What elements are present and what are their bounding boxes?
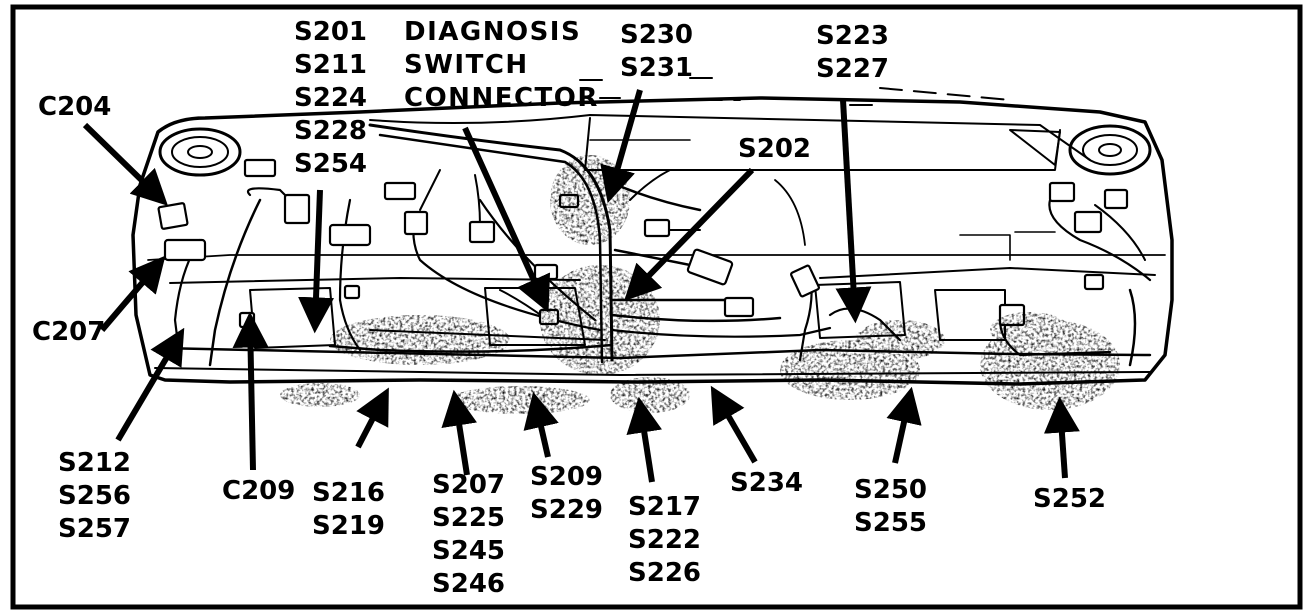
label-s250-group: S250 S255 — [854, 474, 927, 540]
right-speaker — [1068, 124, 1152, 176]
arrow-s217 — [626, 396, 663, 483]
label-line: S223 — [816, 21, 889, 51]
label-line: S228 — [294, 116, 367, 146]
label-line: S207 — [432, 470, 505, 500]
arrow-s216 — [355, 387, 389, 449]
diagram-border — [10, 4, 1303, 610]
label-line: S254 — [294, 149, 367, 179]
label-line: S227 — [816, 54, 889, 84]
arrow-c204 — [82, 122, 169, 206]
label-line: S234 — [730, 468, 803, 498]
label-line: C204 — [38, 92, 112, 122]
arrow-c209 — [232, 311, 269, 471]
label-s209-group: S209 S229 — [530, 461, 603, 527]
label-s201-group: S201 S211 S224 S228 S254 — [294, 16, 367, 181]
label-line: S224 — [294, 83, 367, 113]
label-line: DIAGNOSIS — [404, 17, 582, 47]
label-line: S257 — [58, 514, 131, 544]
arrow-s250 — [886, 386, 922, 464]
callout-arrows — [82, 89, 1080, 483]
arrow-s234 — [710, 385, 758, 464]
arrow-s207 — [441, 389, 478, 476]
label-line: S230 — [620, 20, 693, 50]
label-c204: C204 — [38, 91, 111, 124]
label-line: CONNECTOR — [404, 83, 599, 113]
label-s230-group: S230 S231 — [620, 19, 693, 85]
label-line: S217 — [628, 492, 701, 522]
label-line: S225 — [432, 503, 505, 533]
label-line: S201 — [294, 17, 367, 47]
label-line: C207 — [32, 317, 106, 347]
left-speaker — [158, 127, 242, 177]
label-line: S229 — [530, 495, 603, 525]
label-line: S211 — [294, 50, 367, 80]
label-line: S231 — [620, 53, 693, 83]
label-line: S245 — [432, 536, 505, 566]
arrow-s202 — [624, 167, 755, 302]
label-s217-group: S217 S222 S226 — [628, 491, 701, 590]
arrow-c207 — [99, 255, 166, 332]
label-line: S212 — [58, 448, 131, 478]
arrow-s252 — [1043, 396, 1080, 479]
label-s212-group: S212 S256 S257 — [58, 447, 131, 546]
label-s202: S202 — [738, 133, 811, 166]
label-line: S202 — [738, 134, 811, 164]
label-line: S216 — [312, 478, 385, 508]
label-line: SWITCH — [404, 50, 529, 80]
label-line: S250 — [854, 475, 927, 505]
label-diagnosis-switch-connector: DIAGNOSIS SWITCH CONNECTOR — [404, 16, 599, 115]
label-s216-group: S216 S219 — [312, 477, 385, 543]
label-line: S246 — [432, 569, 505, 599]
label-line: S219 — [312, 511, 385, 541]
arrow-s223 — [835, 99, 872, 324]
arrow-diagnosis — [462, 126, 551, 313]
arrow-s230 — [600, 89, 643, 204]
label-line: S226 — [628, 558, 701, 588]
label-s234: S234 — [730, 467, 803, 500]
arrow-s201 — [298, 189, 335, 334]
label-line: C209 — [222, 476, 296, 506]
label-s252: S252 — [1033, 483, 1106, 516]
label-line: S256 — [58, 481, 131, 511]
label-line: S222 — [628, 525, 701, 555]
label-s223-group: S223 S227 — [816, 20, 889, 86]
arrow-s212 — [115, 327, 185, 442]
label-c209: C209 — [222, 475, 295, 508]
label-line: S252 — [1033, 484, 1106, 514]
label-s207-group: S207 S225 S245 S246 — [432, 469, 505, 601]
label-line: S209 — [530, 462, 603, 492]
label-line: S255 — [854, 508, 927, 538]
label-c207: C207 — [32, 316, 105, 349]
arrow-s209 — [523, 391, 559, 458]
